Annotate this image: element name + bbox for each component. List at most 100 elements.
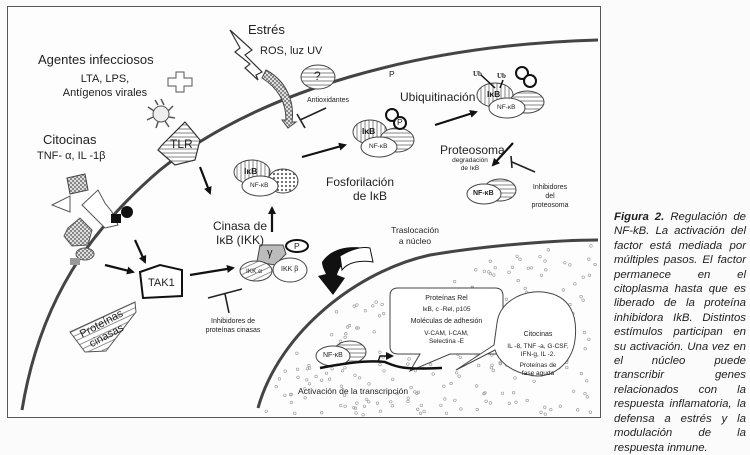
nucleoplasm-speckle	[296, 367, 300, 372]
nucleoplasm-speckle	[395, 392, 399, 396]
nucleoplasm-speckle	[335, 310, 339, 314]
arrow-to-proteasome	[491, 142, 514, 167]
pathogen-sun-icon	[146, 98, 176, 129]
nfkb-subunit-2	[360, 136, 398, 158]
cytokine-ligand-diamond	[66, 173, 89, 195]
nucleoplasm-speckle	[498, 361, 502, 365]
nucleoplasm-speckle	[539, 410, 543, 415]
nucleoplasm-speckle	[295, 351, 299, 355]
nucleoplasm-speckle	[343, 404, 347, 408]
nfkb-label-released: NF-κB	[473, 190, 494, 197]
nucleoplasm-speckle	[581, 298, 585, 302]
nucleoplasm-speckle	[504, 297, 509, 302]
tak1-label: TAK1	[148, 277, 175, 289]
nucleoplasm-speckle	[372, 330, 376, 334]
nucleoplasm-speckle	[583, 392, 587, 396]
ikk-title-2: IκB (IKK)	[215, 233, 264, 247]
nucleoplasm-speckle	[296, 375, 300, 380]
unknown-receptor-label: ?	[314, 69, 321, 83]
cytokine-adaptor-black	[121, 206, 133, 218]
proteasome-inhibitors-label-2: del	[545, 193, 555, 200]
nucleoplasm-speckle	[587, 273, 592, 277]
cytokine-ligand-triangle	[50, 195, 71, 213]
nucleoplasm-speckle	[587, 337, 591, 341]
nucleoplasm-speckle	[352, 406, 356, 410]
nucleoplasm-speckle	[418, 411, 423, 416]
nucleoplasm-speckle	[588, 410, 593, 414]
nucleoplasm-speckle	[453, 280, 457, 284]
nucleoplasm-speckle	[307, 363, 311, 368]
cytokines-title: Citocinas	[43, 132, 97, 147]
nucleoplasm-speckle	[516, 278, 520, 283]
infectious-agents-line1: LTA, LPS,	[80, 73, 130, 85]
figure-caption-label: Figura 2.	[614, 211, 665, 223]
nucleoplasm-speckle	[289, 400, 294, 405]
nucleoplasm-speckle	[558, 404, 562, 408]
nucleoplasm-speckle	[342, 393, 347, 397]
nucleoplasm-speckle	[382, 369, 386, 373]
nucleoplasm-speckle	[343, 366, 347, 370]
nucleoplasm-speckle	[514, 400, 518, 404]
nucleoplasm-speckle	[515, 254, 519, 258]
phospho-4	[523, 74, 537, 88]
nfkb-released	[466, 183, 502, 205]
proteasome-inhibitors-label-3: proteosoma	[531, 202, 569, 209]
nucleoplasm-speckle	[576, 408, 580, 412]
infectious-agents-title: Agentes infecciosos	[38, 52, 154, 67]
nucleoplasm-speckle	[355, 303, 359, 307]
nucleoplasm-speckle	[353, 406, 358, 410]
dna-strand	[319, 360, 442, 370]
cytokine-bubble-list-2: IFN-g, IL -2.	[520, 351, 556, 358]
nucleoplasm-speckle	[289, 392, 293, 397]
nucleoplasm-speckle	[303, 396, 307, 400]
nucleoplasm-speckle	[365, 397, 369, 401]
ikk-beta-label: IKK β	[281, 266, 299, 273]
nucleoplasm-speckle	[582, 330, 587, 335]
nucleoplasm-speckle	[289, 393, 293, 397]
nucleoplasm-speckle	[419, 403, 424, 407]
ikk-gamma-label: γ	[267, 247, 273, 259]
nucleoplasm-speckle	[416, 407, 420, 412]
cytokine-receptor-2	[63, 217, 93, 247]
nucleoplasm-speckle	[409, 385, 413, 390]
ikk-alpha	[239, 260, 273, 282]
nucleoplasm-speckle	[529, 266, 534, 270]
infectious-agents-line2: Antígenos virales	[62, 87, 148, 99]
nucleoplasm-speckle	[500, 391, 505, 395]
stress-title: Estrés	[248, 22, 285, 37]
nucleoplasm-speckle	[589, 244, 593, 248]
arrow-tlr-to-ikk	[198, 166, 212, 195]
nucleoplasm-speckle	[474, 268, 478, 272]
nucleoplasm-speckle	[543, 412, 547, 416]
nucleoplasm-speckle	[406, 396, 410, 400]
nucleoplasm-speckle	[579, 295, 583, 299]
pathogen-cross-icon	[167, 71, 193, 93]
nuclear-membrane	[256, 238, 599, 409]
arrow-left-to-tak1	[104, 263, 135, 275]
nucleoplasm-speckle	[330, 367, 334, 371]
translocation-label-1: Traslocación	[391, 225, 439, 235]
nucleoplasm-speckle	[444, 411, 449, 415]
nfkb-label-2: NF-κB	[369, 143, 388, 150]
acute-phase-label-1: Proteínas de	[519, 362, 557, 369]
nucleoplasm-speckle	[488, 401, 493, 405]
nucleoplasm-speckle	[565, 366, 569, 370]
nucleoplasm-speckle	[338, 339, 343, 343]
nucleoplasm-speckle	[490, 363, 494, 367]
nucleoplasm-speckle	[457, 374, 461, 378]
transcription-label: Activación de la transcripción	[298, 386, 409, 396]
nucleoplasm-speckle	[539, 273, 544, 277]
nucleoplasm-speckle	[380, 302, 384, 307]
lightning-icon	[229, 29, 264, 81]
nucleoplasm-speckle	[367, 382, 371, 386]
figure-caption-text: Regulación de NF-kB. La activación del f…	[614, 211, 746, 454]
nucleoplasm-speckle	[339, 384, 344, 388]
phosphorylation-label-2: de IκB	[352, 189, 388, 203]
nucleoplasm-speckle	[484, 399, 488, 403]
nucleoplasm-speckle	[391, 377, 395, 382]
nucleoplasm-speckle	[314, 374, 318, 379]
nucleoplasm-speckle	[355, 326, 359, 330]
nucleoplasm-speckle	[581, 275, 585, 279]
phosphorylation-label-1: Fosforilación	[325, 175, 395, 189]
ikb-label-1: IκB	[244, 166, 258, 176]
